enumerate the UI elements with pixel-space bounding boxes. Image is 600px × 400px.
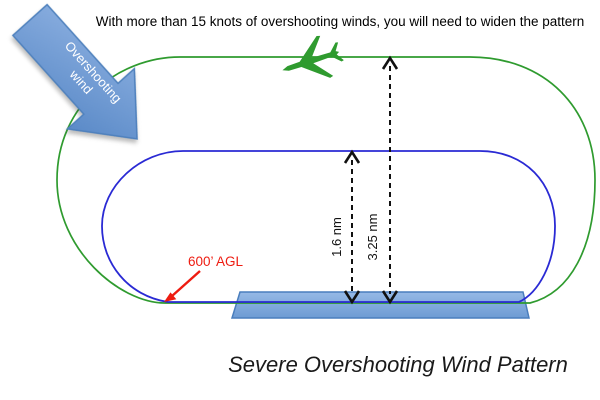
arrowhead-up-icon: [381, 55, 399, 70]
block-arrow-down-right-icon: [11, 3, 138, 140]
diagram-title: Severe Overshooting Wind Pattern: [228, 352, 568, 377]
callout-arrow-line: [171, 270, 201, 297]
wind-arrow: [11, 3, 138, 140]
measure-arrow-inner: [343, 149, 361, 305]
outer-width-label: 3.25 nm: [365, 214, 380, 261]
runway: [230, 291, 530, 319]
arrowhead-down-icon: [343, 290, 361, 305]
airplane-icon: [282, 35, 344, 78]
note-text: With more than 15 knots of overshooting …: [96, 14, 585, 29]
outer-pattern-path: [56, 56, 596, 304]
measure-arrow-outer: [381, 55, 399, 305]
callout-arrowhead-icon: [164, 292, 177, 302]
arrowhead-down-icon: [381, 290, 399, 305]
inner-width-label: 1.6 nm: [329, 217, 344, 257]
arrowhead-up-icon: [343, 149, 361, 164]
altitude-callout-label: 600’ AGL: [188, 254, 244, 269]
inner-pattern-path: [101, 150, 556, 303]
altitude-callout: 600’ AGL: [164, 254, 244, 302]
